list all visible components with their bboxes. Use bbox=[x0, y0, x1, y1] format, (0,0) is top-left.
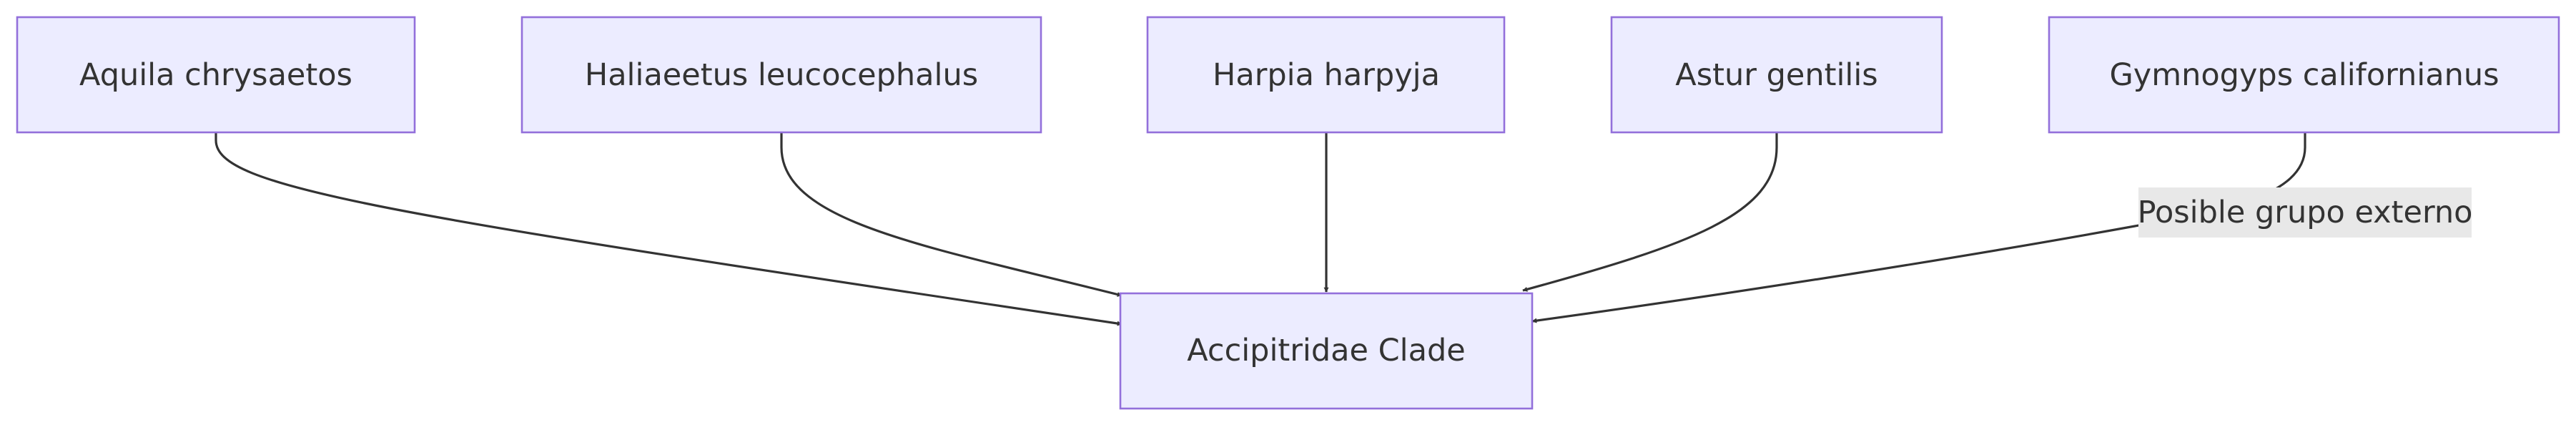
node-aquila-chrysaetos[interactable]: Aquila chrysaetos bbox=[16, 16, 416, 134]
node-label: Aquila chrysaetos bbox=[79, 57, 352, 93]
node-haliaeetus-leucocephalus[interactable]: Haliaeetus leucocephalus bbox=[520, 16, 1042, 134]
node-box bbox=[1610, 16, 1943, 134]
edge-label-gymnogyps: Posible grupo externo bbox=[2138, 187, 2473, 238]
node-accipitridae-clade[interactable]: Accipitridae Clade bbox=[1119, 292, 1534, 410]
node-box bbox=[520, 16, 1042, 134]
node-harpia-harpyja[interactable]: Harpia harpyja bbox=[1146, 16, 1506, 134]
edge-label-background bbox=[2138, 187, 2472, 238]
node-label: Astur gentilis bbox=[1675, 57, 1877, 93]
edge-haliaeetus-to-clade bbox=[780, 133, 1122, 297]
edge-aquila-to-clade bbox=[214, 133, 1122, 326]
edge-astur-to-clade bbox=[1522, 133, 1778, 292]
node-box bbox=[16, 16, 416, 134]
node-box bbox=[1146, 16, 1506, 134]
node-label: Harpia harpyja bbox=[1213, 57, 1440, 93]
node-gymnogyps-californianus[interactable]: Gymnogyps californianus bbox=[2048, 16, 2560, 134]
node-box bbox=[1119, 292, 1534, 410]
node-label: Haliaeetus leucocephalus bbox=[585, 57, 978, 93]
node-box bbox=[2048, 16, 2560, 134]
node-astur-gentilis[interactable]: Astur gentilis bbox=[1610, 16, 1943, 134]
node-label: Gymnogyps californianus bbox=[2109, 57, 2499, 93]
node-label: Accipitridae Clade bbox=[1187, 333, 1465, 368]
edge-label-text: Posible grupo externo bbox=[2138, 195, 2473, 230]
